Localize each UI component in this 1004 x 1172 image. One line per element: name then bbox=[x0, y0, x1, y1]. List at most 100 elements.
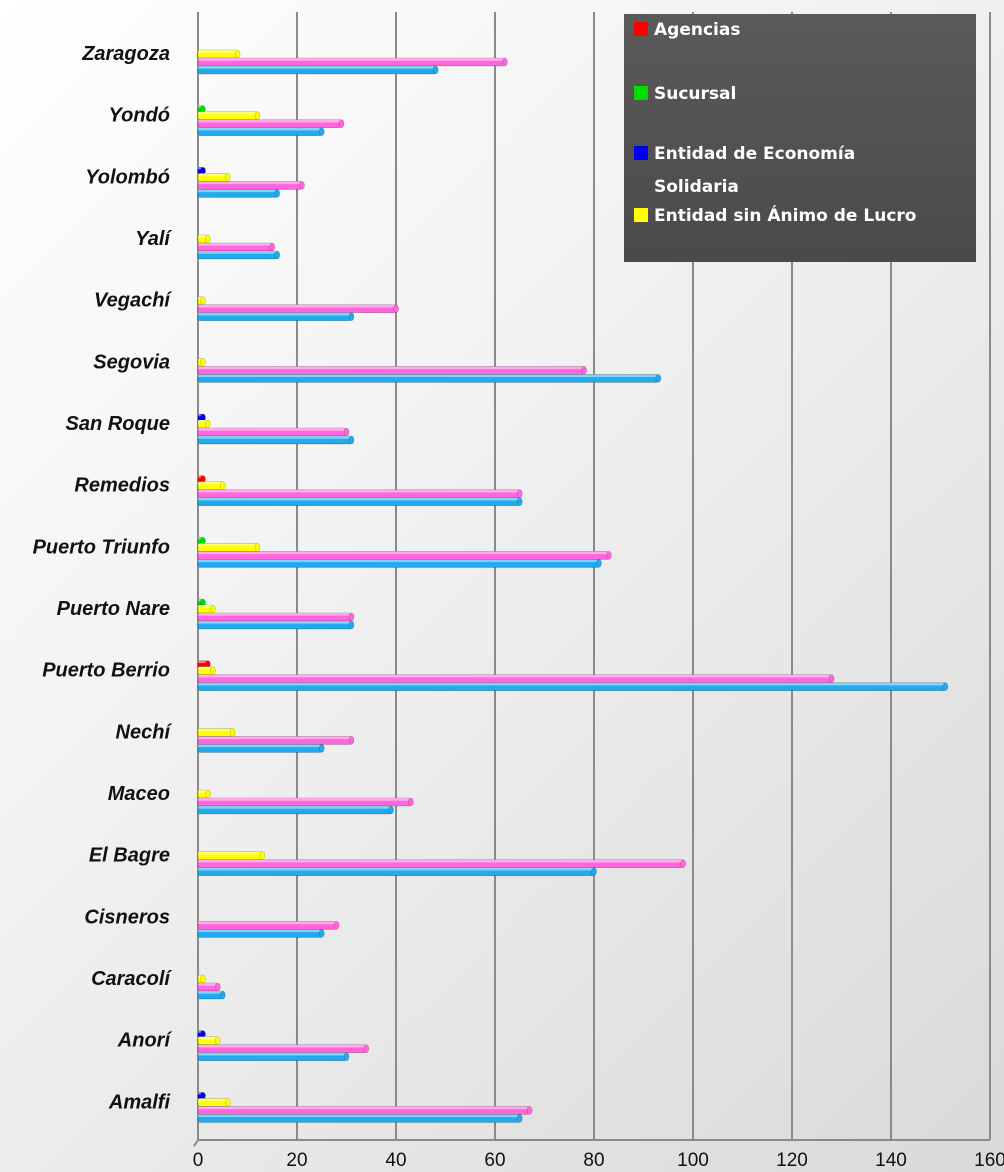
bar-sin-animo-lucro-vegachi bbox=[197, 296, 206, 305]
bar-sin-animo-lucro-puerto-triunfo bbox=[197, 543, 261, 552]
bar-highlight bbox=[198, 543, 258, 547]
bar-cap bbox=[234, 49, 241, 59]
category-label-amalfi: Amalfi bbox=[108, 1091, 171, 1113]
axis-corner bbox=[193, 1139, 199, 1147]
bar-economia-solidaria-san-roque bbox=[197, 413, 206, 422]
bar-highlight bbox=[198, 621, 352, 624]
bar-highlight bbox=[198, 366, 585, 370]
bar-cap bbox=[220, 990, 226, 1000]
bar-sin-animo-lucro-san-roque bbox=[197, 419, 211, 429]
bar-blue-series-cisneros bbox=[197, 929, 325, 938]
bar-cap bbox=[348, 612, 355, 622]
bar-cap bbox=[224, 1098, 231, 1107]
bar-blue-series-puerto-nare bbox=[197, 620, 355, 630]
bar-sin-animo-lucro-yondo bbox=[197, 111, 261, 120]
bar-pink-series-puerto-nare bbox=[197, 612, 355, 622]
bar-blue-series-vegachi bbox=[197, 312, 355, 321]
bar-blue-series-nechi bbox=[197, 744, 325, 753]
bar-cap bbox=[655, 374, 662, 383]
bar-economia-solidaria-anori bbox=[197, 1030, 206, 1038]
bar-cap bbox=[254, 543, 261, 552]
bar-pink-series-vegachi bbox=[197, 304, 399, 313]
category-label-puerto-nare: Puerto Nare bbox=[57, 598, 170, 620]
x-tick-label: 40 bbox=[385, 1150, 406, 1171]
bar-cap bbox=[517, 497, 523, 506]
bar-sin-animo-lucro-amalfi bbox=[197, 1098, 231, 1107]
bar-highlight bbox=[198, 304, 396, 308]
bar-highlight bbox=[198, 983, 218, 986]
x-tick-label: 0 bbox=[193, 1150, 204, 1171]
bar-highlight bbox=[198, 744, 322, 748]
bar-sin-animo-lucro-el-bagre bbox=[197, 851, 266, 860]
bar-highlight bbox=[198, 736, 352, 740]
bar-highlight bbox=[198, 851, 263, 855]
bar-cap bbox=[220, 481, 226, 490]
bar-cap bbox=[210, 666, 216, 675]
x-tick-label: 120 bbox=[776, 1150, 808, 1171]
bar-sin-animo-lucro-yali bbox=[197, 234, 211, 244]
legend-swatch-sin-animo-lucro bbox=[634, 208, 648, 222]
bar-highlight bbox=[198, 489, 520, 493]
bar-cap bbox=[259, 851, 266, 860]
bar-sin-animo-lucro-segovia bbox=[197, 358, 206, 367]
bar-cap bbox=[224, 173, 231, 182]
bar-highlight bbox=[198, 605, 213, 608]
bar-blue-series-maceo bbox=[197, 805, 394, 815]
bar-cap bbox=[591, 867, 597, 876]
bar-highlight bbox=[198, 481, 223, 485]
bar-highlight bbox=[198, 1106, 530, 1110]
bar-cap bbox=[215, 1036, 221, 1045]
bar-cap bbox=[254, 111, 261, 120]
bar-blue-series-remedios bbox=[197, 497, 523, 506]
bar-cap bbox=[205, 789, 211, 799]
bar-cap bbox=[348, 736, 355, 745]
x-tick-label: 160 bbox=[974, 1150, 1004, 1171]
bar-cap bbox=[363, 1044, 370, 1053]
bar-cap bbox=[210, 604, 216, 614]
bar-blue-series-yondo bbox=[197, 127, 325, 136]
category-label-el-bagre: El Bagre bbox=[89, 845, 170, 867]
bar-highlight bbox=[198, 428, 347, 431]
bar-cap bbox=[348, 435, 355, 445]
bar-blue-series-el-bagre bbox=[197, 867, 597, 876]
axes bbox=[193, 12, 990, 1147]
bar-highlight bbox=[198, 666, 213, 670]
bar-highlight bbox=[198, 1052, 347, 1056]
bar-highlight bbox=[198, 991, 223, 994]
category-label-segovia: Segovia bbox=[93, 351, 170, 373]
bar-cap bbox=[274, 250, 280, 260]
bar-highlight bbox=[198, 189, 278, 193]
bars bbox=[197, 49, 949, 1123]
x-tick-label: 100 bbox=[677, 1150, 709, 1171]
bar-highlight bbox=[198, 173, 228, 177]
legend-label-sucursal: Sucursal bbox=[654, 84, 736, 104]
bar-highlight bbox=[198, 1114, 520, 1118]
bar-blue-series-anori bbox=[197, 1052, 350, 1061]
bar-highlight bbox=[198, 682, 946, 686]
bar-sin-animo-lucro-puerto-berrio bbox=[197, 666, 216, 675]
bar-pink-series-puerto-berrio bbox=[197, 674, 835, 683]
category-label-yali: Yalí bbox=[135, 228, 172, 250]
legend: Agencias Sucursal Entidad de Economía So… bbox=[624, 14, 976, 262]
bar-pink-series-yali bbox=[197, 242, 275, 252]
legend-background bbox=[624, 14, 976, 262]
bar-cap bbox=[828, 674, 835, 683]
bar-blue-series-puerto-triunfo bbox=[197, 559, 602, 568]
bar-highlight bbox=[198, 1044, 367, 1048]
bar-highlight bbox=[198, 312, 352, 316]
bar-pink-series-yolombo bbox=[197, 181, 305, 190]
category-label-remedios: Remedios bbox=[74, 475, 170, 497]
bar-pink-series-yondo bbox=[197, 119, 345, 128]
bar-pink-series-puerto-triunfo bbox=[197, 551, 612, 560]
legend-swatch-economia-solidaria bbox=[634, 146, 648, 160]
bar-cap bbox=[581, 366, 587, 375]
bar-pink-series-maceo bbox=[197, 797, 414, 807]
bar-cap bbox=[517, 1114, 523, 1123]
bar-cap bbox=[229, 728, 236, 737]
bar-pink-series-cisneros bbox=[197, 921, 340, 930]
bar-cap bbox=[319, 929, 325, 938]
bar-blue-series-caracoli bbox=[197, 990, 226, 1000]
bar-cap bbox=[338, 119, 345, 128]
bar-highlight bbox=[198, 559, 599, 563]
